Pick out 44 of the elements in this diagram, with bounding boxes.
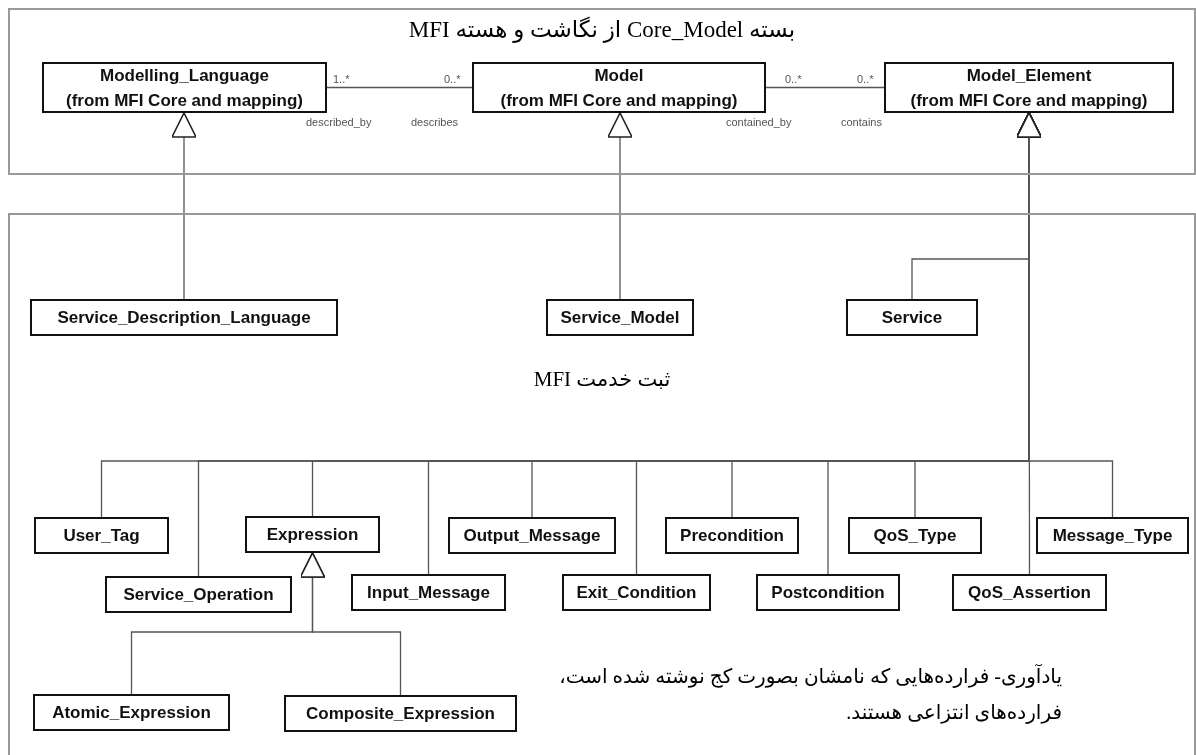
class-box	[884, 62, 1174, 113]
note-text: یادآوری- فرارده‌هایی که نامشان بصورت کج نوشته شده است، فرارده‌های انتزاعی هستند.	[558, 663, 1062, 726]
class-box: Service_Model	[546, 299, 694, 336]
class-box: Exit_Condition	[562, 574, 711, 611]
association-line	[765, 86, 885, 89]
role-label: described_by	[306, 116, 372, 128]
package-frame	[8, 8, 1196, 175]
multiplicity-label: 0..*	[444, 73, 461, 85]
class-box: Postcondition	[756, 574, 900, 611]
class-origin: (from MFI Core and mapping)	[65, 89, 303, 112]
role-label: contains	[841, 116, 882, 128]
multiplicity-label: 0..*	[857, 73, 874, 85]
generalization-arrow	[1016, 112, 1042, 575]
class-box: Service_Description_Language	[30, 299, 338, 336]
class-box	[42, 62, 327, 113]
class-origin: (from MFI Core and mapping)	[500, 89, 738, 112]
class-box: User_Tag	[34, 517, 169, 554]
class-box: Output_Message	[448, 517, 616, 554]
class-box: Input_Message	[351, 574, 506, 611]
multiplicity-label: 0..*	[785, 73, 802, 85]
association-line	[326, 86, 473, 89]
class-box: QoS_Type	[848, 517, 982, 554]
class-box: Service_Operation	[105, 576, 292, 613]
class-origin: (from MFI Core and mapping)	[910, 89, 1148, 112]
class-name: Model_Element	[966, 64, 1092, 87]
package-title: بسته Core_Model از نگاشت و هسته MFI	[408, 16, 796, 43]
class-box: Atomic_Expression	[33, 694, 230, 731]
generalization-arrow	[299, 552, 402, 696]
role-label: describes	[411, 116, 459, 128]
class-box: Expression	[245, 516, 380, 553]
class-name: Model	[594, 64, 644, 87]
generalization-arrow	[171, 112, 197, 300]
class-box: Precondition	[665, 517, 799, 554]
generalization-arrow	[607, 112, 633, 300]
package-title: ثبت خدمت MFI	[533, 367, 671, 392]
multiplicity-label: 1..*	[333, 73, 350, 85]
role-label: contained_by	[726, 116, 792, 128]
class-name: Modelling_Language	[99, 64, 270, 87]
class-box: QoS_Assertion	[952, 574, 1107, 611]
class-box	[472, 62, 766, 113]
class-box: Composite_Expression	[284, 695, 517, 732]
class-box: Message_Type	[1036, 517, 1189, 554]
package-frame	[8, 213, 1196, 755]
class-box: Service	[846, 299, 978, 336]
